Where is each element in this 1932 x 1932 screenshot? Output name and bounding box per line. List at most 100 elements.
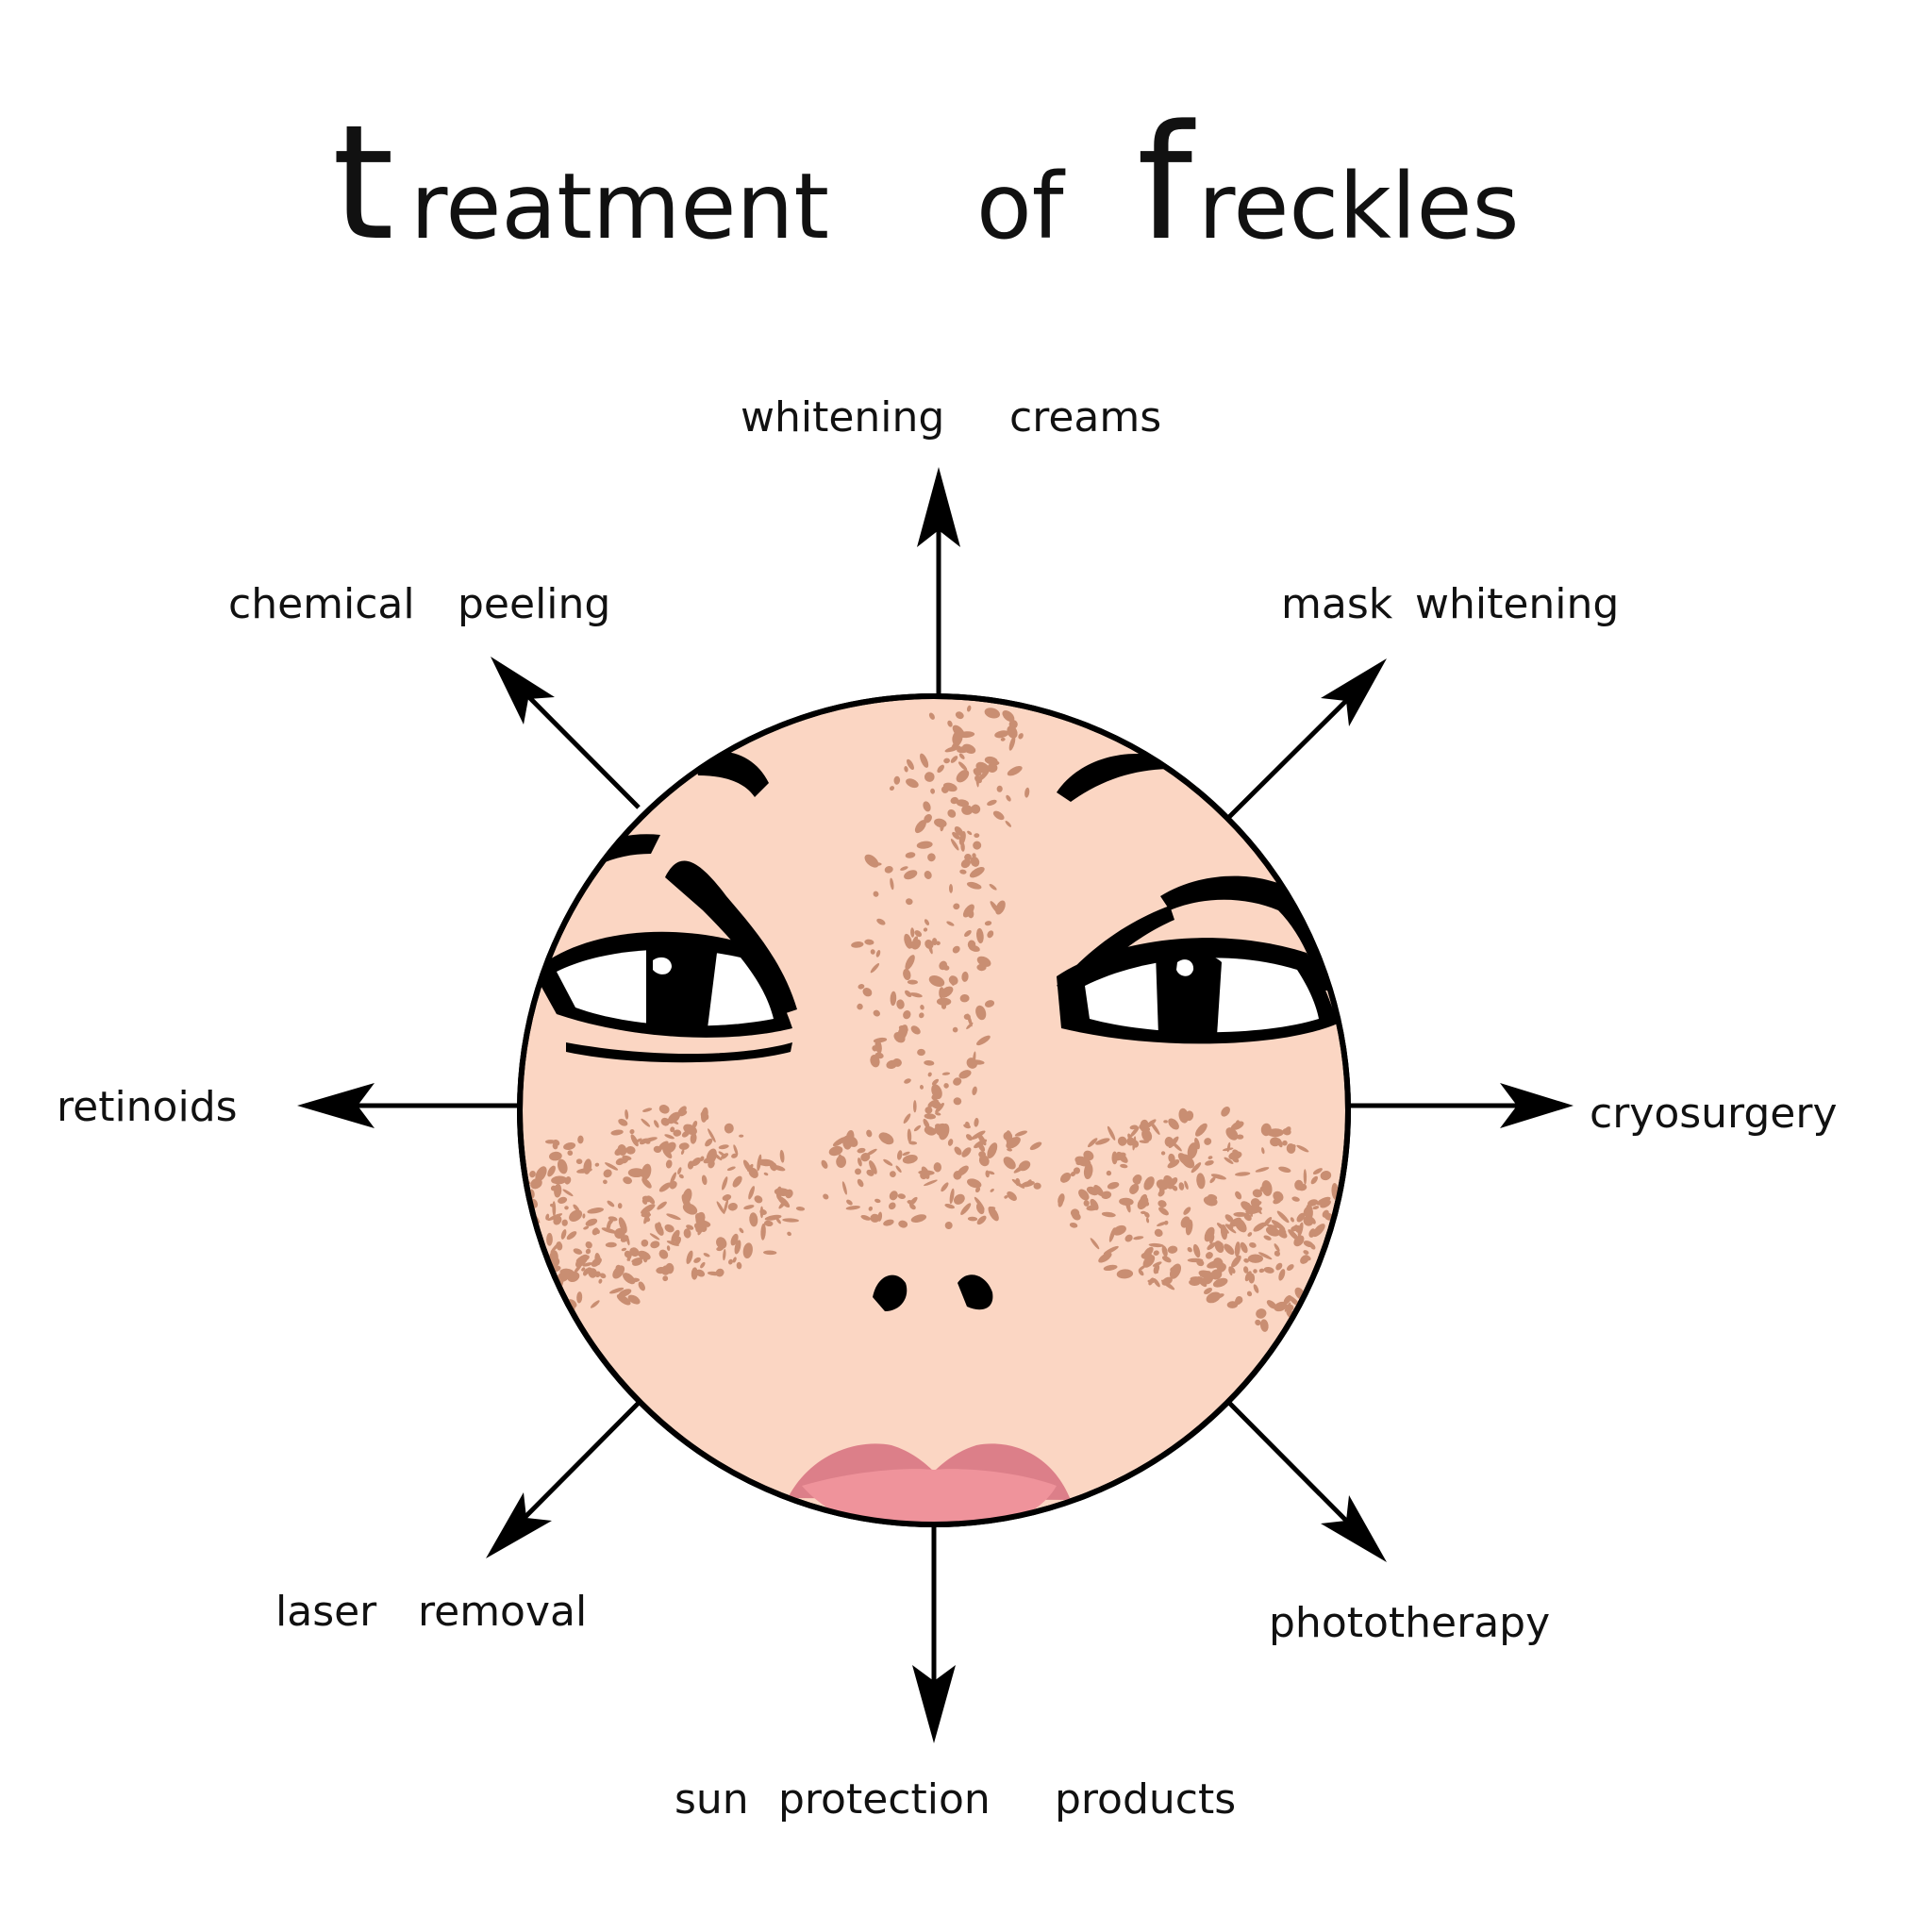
freckle-spot xyxy=(1006,794,1011,802)
freckle-spot xyxy=(884,866,893,874)
freckle-spot xyxy=(1325,1272,1336,1279)
freckle-spot xyxy=(941,1182,949,1192)
freckle-spot xyxy=(778,1201,786,1209)
freckle-spot xyxy=(763,1250,777,1256)
freckle-spot xyxy=(662,1147,673,1159)
freckle-spot xyxy=(1143,1176,1155,1191)
arrow-left xyxy=(297,1083,520,1128)
freckle-spot xyxy=(1101,1211,1116,1218)
freckle-spot xyxy=(967,940,976,950)
freckle-spot xyxy=(1288,1144,1296,1151)
freckle-spot xyxy=(1263,1235,1272,1241)
freckle-spot xyxy=(691,1267,698,1280)
freckle-spot xyxy=(942,782,958,792)
right-eye xyxy=(1057,875,1340,1044)
freckle-spot xyxy=(757,1158,774,1167)
freckle-spot xyxy=(910,1025,921,1035)
freckle-spot xyxy=(987,1142,998,1159)
freckle-spot xyxy=(1224,1243,1235,1256)
freckle-spot xyxy=(615,1264,622,1271)
freckle-spot xyxy=(931,938,938,946)
freckle-spot xyxy=(996,785,1003,792)
freckle-spot xyxy=(924,919,930,925)
freckle-spot xyxy=(560,1229,567,1240)
freckle-spot xyxy=(1107,1182,1120,1190)
freckle-spot xyxy=(594,1162,600,1167)
freckle-spot xyxy=(691,1157,702,1167)
freckle-spot xyxy=(1282,1140,1288,1146)
freckle-spot xyxy=(1274,1301,1288,1312)
freckle-spot xyxy=(775,1186,782,1200)
freckle-spot xyxy=(1008,736,1016,751)
freckle-spot xyxy=(603,1169,612,1178)
freckle-spot xyxy=(931,1078,940,1086)
freckle-spot xyxy=(953,1097,962,1106)
freckle-spot xyxy=(522,1263,537,1274)
freckle-spot xyxy=(1058,1198,1064,1208)
freckle-spot xyxy=(673,1129,682,1137)
freckle-spot xyxy=(883,1219,894,1226)
freckle-spot xyxy=(943,1083,949,1089)
freckle-spot xyxy=(1014,1130,1027,1137)
freckle-spot xyxy=(707,1271,721,1276)
freckle-spot xyxy=(631,1257,643,1263)
freckle-spot xyxy=(757,1154,762,1172)
freckle-spot xyxy=(779,1149,785,1163)
freckle-spot xyxy=(984,921,992,926)
freckle-spot xyxy=(944,1203,956,1209)
freckle-spot xyxy=(954,826,963,836)
freckle-spot xyxy=(623,1273,636,1285)
freckle-spot xyxy=(1267,1128,1284,1138)
freckle-spot xyxy=(959,993,970,1003)
freckle-spot xyxy=(924,813,932,824)
freckle-spot xyxy=(1284,1302,1291,1312)
freckle-spot xyxy=(1320,1171,1332,1181)
freckle-spot xyxy=(1316,1196,1331,1206)
freckle-spot xyxy=(905,990,912,998)
freckle-spot xyxy=(585,1218,598,1226)
freckle-spot xyxy=(930,788,936,794)
freckle-spot xyxy=(954,1193,965,1205)
freckle-spot xyxy=(567,1150,574,1157)
freckle-spot xyxy=(1204,1138,1212,1145)
freckle-spot xyxy=(1158,1200,1167,1208)
freckle-spot xyxy=(1112,1224,1126,1236)
freckle-spot xyxy=(1303,1241,1314,1248)
freckle-spot xyxy=(550,1314,561,1322)
freckle-spot xyxy=(1163,1120,1168,1124)
freckle-spot xyxy=(910,1214,927,1223)
title-word-of: of xyxy=(976,154,1066,259)
freckle-spot xyxy=(1303,1207,1310,1217)
freckle-spot xyxy=(520,1215,525,1224)
freckle-spot xyxy=(1236,1134,1244,1140)
freckle-spot xyxy=(563,1142,576,1150)
freckle-spot xyxy=(524,1230,529,1235)
freckle-spot xyxy=(583,1158,592,1174)
freckle-spot xyxy=(529,1255,544,1265)
freckle-spot xyxy=(610,1129,624,1136)
freckle-spot xyxy=(587,1208,604,1214)
freckle-spot xyxy=(950,756,958,763)
freckle-spot xyxy=(1172,1185,1178,1191)
freckle-spot xyxy=(530,1301,537,1307)
arrow-up xyxy=(917,467,960,695)
freckle-spot xyxy=(1203,1288,1213,1294)
freckle-spot xyxy=(621,1156,629,1164)
freckle-spot xyxy=(1103,1264,1118,1272)
freckle-spot xyxy=(1309,1217,1316,1224)
freckle-spot xyxy=(940,822,944,832)
freckle-spot xyxy=(1205,1159,1214,1166)
freckle-spot xyxy=(681,1130,690,1138)
freckle-spot xyxy=(577,1135,584,1144)
freckle-spot xyxy=(629,1247,640,1257)
freckle-spot xyxy=(1103,1245,1119,1255)
freckle-spot xyxy=(903,1113,911,1124)
freckle-spot xyxy=(942,965,950,971)
freckle-spot xyxy=(690,1132,697,1144)
label-laser-removal-1: laser xyxy=(275,1588,377,1636)
freckle-spot xyxy=(889,786,895,791)
freckle-spot xyxy=(1288,1229,1299,1241)
freckle-spot xyxy=(627,1255,631,1261)
freckle-spot xyxy=(570,1273,575,1282)
